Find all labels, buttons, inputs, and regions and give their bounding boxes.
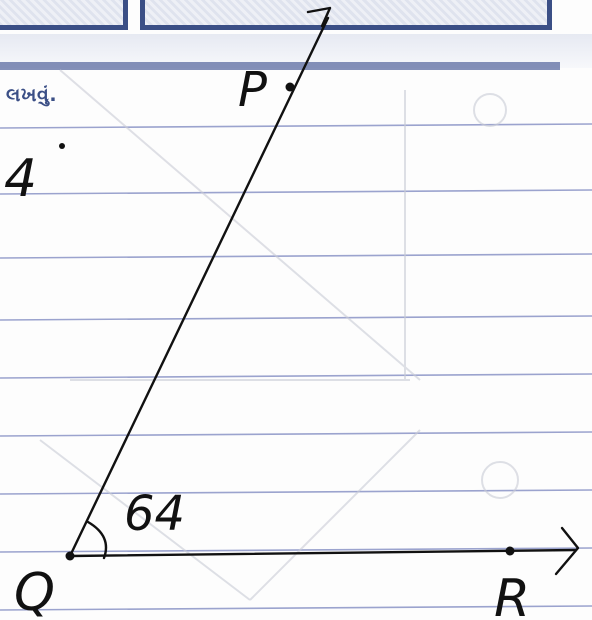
angle-arc [86,520,108,560]
label-number: 4 [4,149,37,209]
ray-qr-arrowhead [554,526,580,576]
point-r [505,546,515,556]
rule-line [0,605,592,611]
header-band-bar [0,62,560,70]
ray-qp [68,16,330,558]
handwritten-labels: 4 P 64 Q R [4,62,530,620]
rule-line [0,253,592,259]
rule-line [0,431,592,437]
handwritten-figure [59,6,580,576]
ray-qp-arrowhead [306,6,332,28]
header-box-left [0,0,128,30]
rule-line [0,315,592,321]
rule-line [0,373,592,379]
label-p: P [238,62,267,118]
label-q: Q [14,563,55,620]
instruction-label: લખવું. [6,84,58,106]
header-box-right [140,0,552,30]
point-p [285,82,295,92]
stray-dot [59,143,65,149]
point-q [65,551,75,561]
rule-line [0,123,592,129]
label-r: R [494,569,530,620]
ruled-lines [0,123,592,611]
show-through-marks [39,69,519,601]
rule-line [0,489,592,495]
rule-line [0,547,592,553]
label-angle: 64 [124,486,185,542]
rule-line [0,189,592,195]
ray-qr [68,548,578,558]
